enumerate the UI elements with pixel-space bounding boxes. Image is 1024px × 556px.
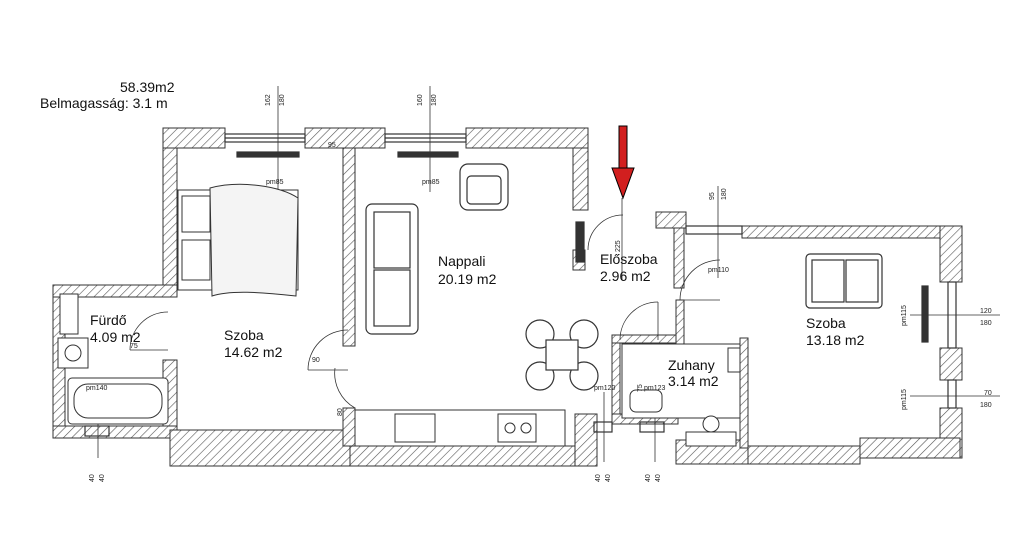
pm-szoba-label: pm85: [266, 179, 284, 186]
room-name-eloszoba: Előszoba: [600, 251, 658, 267]
door-75-furdo-label: 75: [130, 343, 138, 350]
room-name-szoba-right: Szoba: [806, 315, 846, 331]
pm-furdo-label: pm140: [86, 385, 108, 392]
dining-table: [525, 319, 599, 391]
pm-zuhany-1-label: pm120: [594, 385, 616, 392]
entrance-arrow: [611, 125, 635, 200]
door-90-label: 90: [312, 357, 320, 364]
door-225-label: 225: [615, 240, 622, 252]
room-area-szoba-left: 14.62 m2: [224, 344, 283, 360]
pm-zuhany-2-label: pm123: [644, 385, 666, 392]
dim-right-1-a: 120: [980, 308, 992, 315]
room-name-nappali: Nappali: [438, 253, 485, 269]
room-area-eloszoba: 2.96 m2: [600, 268, 651, 284]
dim-bottom-3-a: 40: [645, 474, 652, 482]
pm-eloszoba-label: pm110: [708, 267, 729, 274]
door-75-zuhany-label: 75: [637, 384, 644, 392]
armchair: [459, 163, 509, 211]
dim-bottom-1-b: 40: [99, 474, 106, 482]
dim-right-2-a: 70: [984, 390, 992, 397]
dim-szoba-left-2: 180: [279, 94, 286, 106]
room-area-nappali: 20.19 m2: [438, 271, 497, 287]
dimension-lines: [97, 86, 1000, 462]
dim-right-1-b: 180: [980, 320, 992, 327]
dim-bottom-1-a: 40: [89, 474, 96, 482]
dim-bottom-2-a: 40: [595, 474, 602, 482]
dim-nappali-1: 160: [417, 94, 424, 106]
kitchen-counter: [354, 409, 566, 447]
sofa: [365, 203, 419, 335]
pm-nappali-label: pm85: [422, 179, 440, 186]
door-95-label: 95: [328, 142, 336, 149]
dim-bottom-3-b: 40: [655, 474, 662, 482]
bathroom-fixtures: [57, 293, 169, 425]
dim-eloszoba-1: 95: [709, 192, 716, 200]
room-name-szoba-left: Szoba: [224, 327, 264, 343]
pm-right-1-label: pm115: [901, 305, 908, 326]
dim-bottom-2-b: 40: [605, 474, 612, 482]
dim-szoba-left-1: 162: [265, 94, 272, 106]
dim-nappali-2: 180: [431, 94, 438, 106]
total-area-label: 58.39m2: [120, 79, 175, 95]
ceiling-height-label: Belmagasság: 3.1 m: [40, 95, 168, 111]
room-area-furdo: 4.09 m2: [90, 329, 141, 345]
door-80-label: 80: [337, 408, 344, 416]
pm-right-2-label: pm115: [901, 389, 908, 410]
right-room-sofa: [805, 253, 883, 309]
room-name-furdo: Fürdő: [90, 312, 127, 328]
room-area-szoba-right: 13.18 m2: [806, 332, 865, 348]
bed: [177, 183, 299, 297]
windows: [84, 133, 957, 437]
room-name-zuhany: Zuhany: [668, 357, 715, 373]
dim-eloszoba-2: 180: [721, 188, 728, 200]
room-area-zuhany: 3.14 m2: [668, 373, 719, 389]
dim-right-2-b: 180: [980, 402, 992, 409]
shower-fixtures: [621, 343, 741, 447]
